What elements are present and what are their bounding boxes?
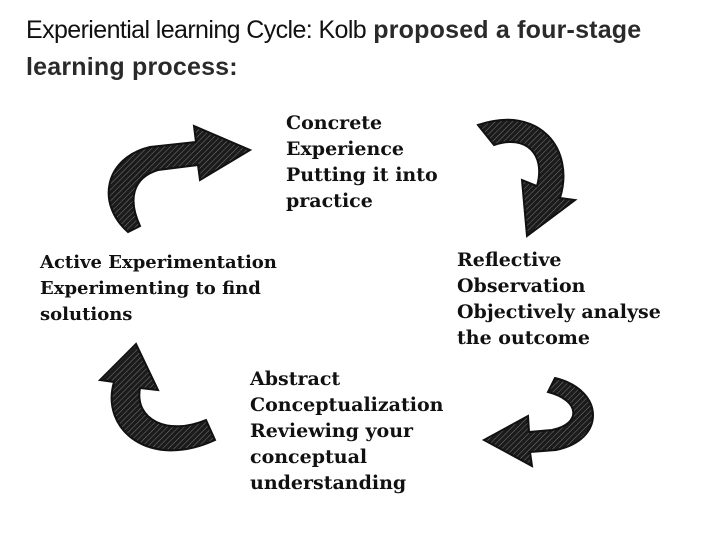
- stage-reflective-observation: Reflective Observation Objectively analy…: [457, 247, 661, 351]
- stage-abstract-conceptualization: Abstract Conceptualization Reviewing you…: [250, 366, 443, 496]
- title-rest: proposed a four-stage learning process:: [26, 16, 642, 81]
- arrow-active-to-concrete: [107, 124, 253, 234]
- stage-description: Experimenting to find: [40, 278, 261, 299]
- arrow-concrete-to-reflective: [476, 118, 578, 238]
- title-emphasis: Experiential learning Cycle: Kolb: [26, 16, 367, 44]
- arrow-abstract-to-active: [97, 342, 217, 452]
- stage-description: the outcome: [457, 327, 590, 349]
- stage-description: Objectively analyse: [457, 301, 661, 323]
- stage-description: Reviewing your: [250, 420, 414, 442]
- stage-description: Putting it into: [286, 164, 438, 186]
- stage-description: conceptual: [250, 446, 368, 468]
- stage-active-experimentation: Active Experimentation Experimenting to …: [40, 250, 277, 328]
- arrow-reflective-to-abstract: [481, 376, 594, 468]
- stage-heading: Abstract: [250, 368, 341, 390]
- stage-heading: Observation: [457, 275, 586, 297]
- stage-concrete-experience: Concrete Experience Putting it into prac…: [286, 110, 438, 214]
- stage-heading: Conceptualization: [250, 394, 444, 416]
- slide-title: Experiential learning Cycle: Kolb propos…: [26, 12, 686, 86]
- stage-heading: Active Experimentation: [40, 252, 277, 273]
- stage-description: understanding: [250, 472, 407, 494]
- stage-description: solutions: [40, 304, 133, 325]
- stage-description: practice: [286, 190, 373, 212]
- stage-heading: Reflective: [457, 249, 562, 271]
- stage-heading: Experience: [286, 138, 404, 160]
- stage-heading: Concrete: [286, 112, 383, 134]
